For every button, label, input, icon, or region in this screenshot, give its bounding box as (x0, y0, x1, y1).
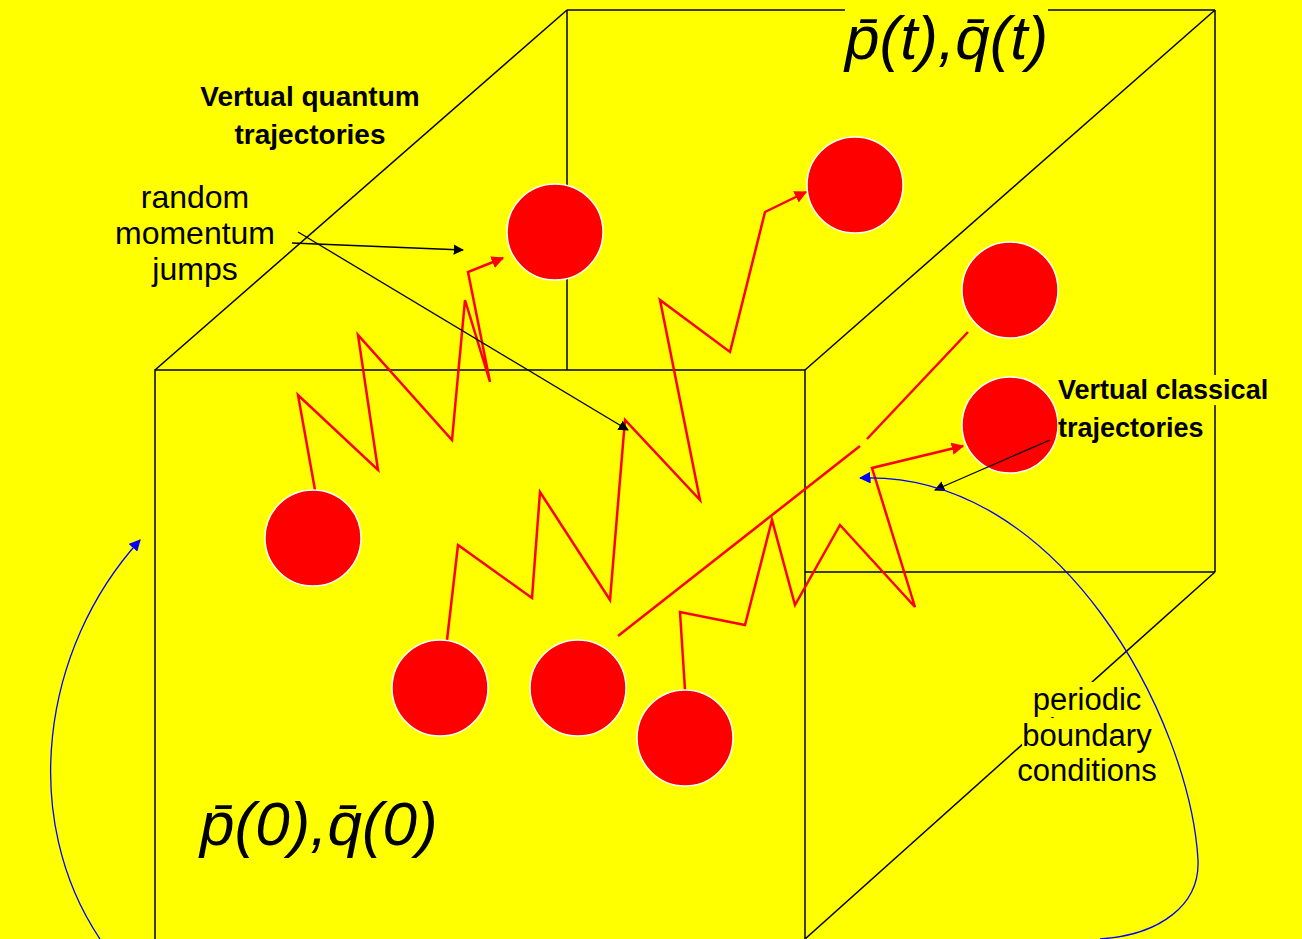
boundary-arrow (51, 540, 140, 939)
label-text: random momentum jumps (115, 179, 275, 287)
label-text: Vertual quantum trajectories (200, 81, 419, 150)
boundary-arrow (860, 478, 1198, 939)
simulation-box (155, 10, 1215, 939)
particle (807, 137, 903, 233)
callout-label: Vertual classical trajectories (1058, 372, 1283, 448)
label-text: p̄(0),q̄(0) (200, 789, 438, 858)
quantum-trajectory (680, 446, 963, 690)
classical-trajectory (618, 446, 860, 636)
particle (962, 242, 1058, 338)
callout-label: random momentum jumps (95, 180, 295, 287)
label-text: periodic boundary conditions (1017, 682, 1157, 788)
back-bottom-edge (805, 571, 1215, 573)
particle (530, 640, 626, 736)
leader-arrow (935, 440, 1050, 490)
particle (637, 690, 733, 786)
callout-label: Vertual quantum trajectories (145, 78, 475, 154)
particle (265, 490, 361, 586)
particle (962, 377, 1058, 473)
particle (392, 640, 488, 736)
back-right-edge (1214, 10, 1216, 572)
classical-trajectory (867, 332, 968, 439)
particle (507, 184, 603, 280)
label-text: p̄(t),q̄(t) (845, 3, 1048, 72)
quantum-trajectory (447, 192, 806, 640)
state-label: p̄(t),q̄(t) (845, 2, 1245, 73)
label-text: Vertual classical trajectories (1058, 375, 1268, 443)
leader-arrow (298, 232, 628, 430)
front-face (155, 370, 805, 939)
state-label: p̄(0),q̄(0) (200, 788, 600, 859)
cube-diagonal (805, 572, 1215, 939)
callout-label: periodic boundary conditions (992, 682, 1182, 789)
